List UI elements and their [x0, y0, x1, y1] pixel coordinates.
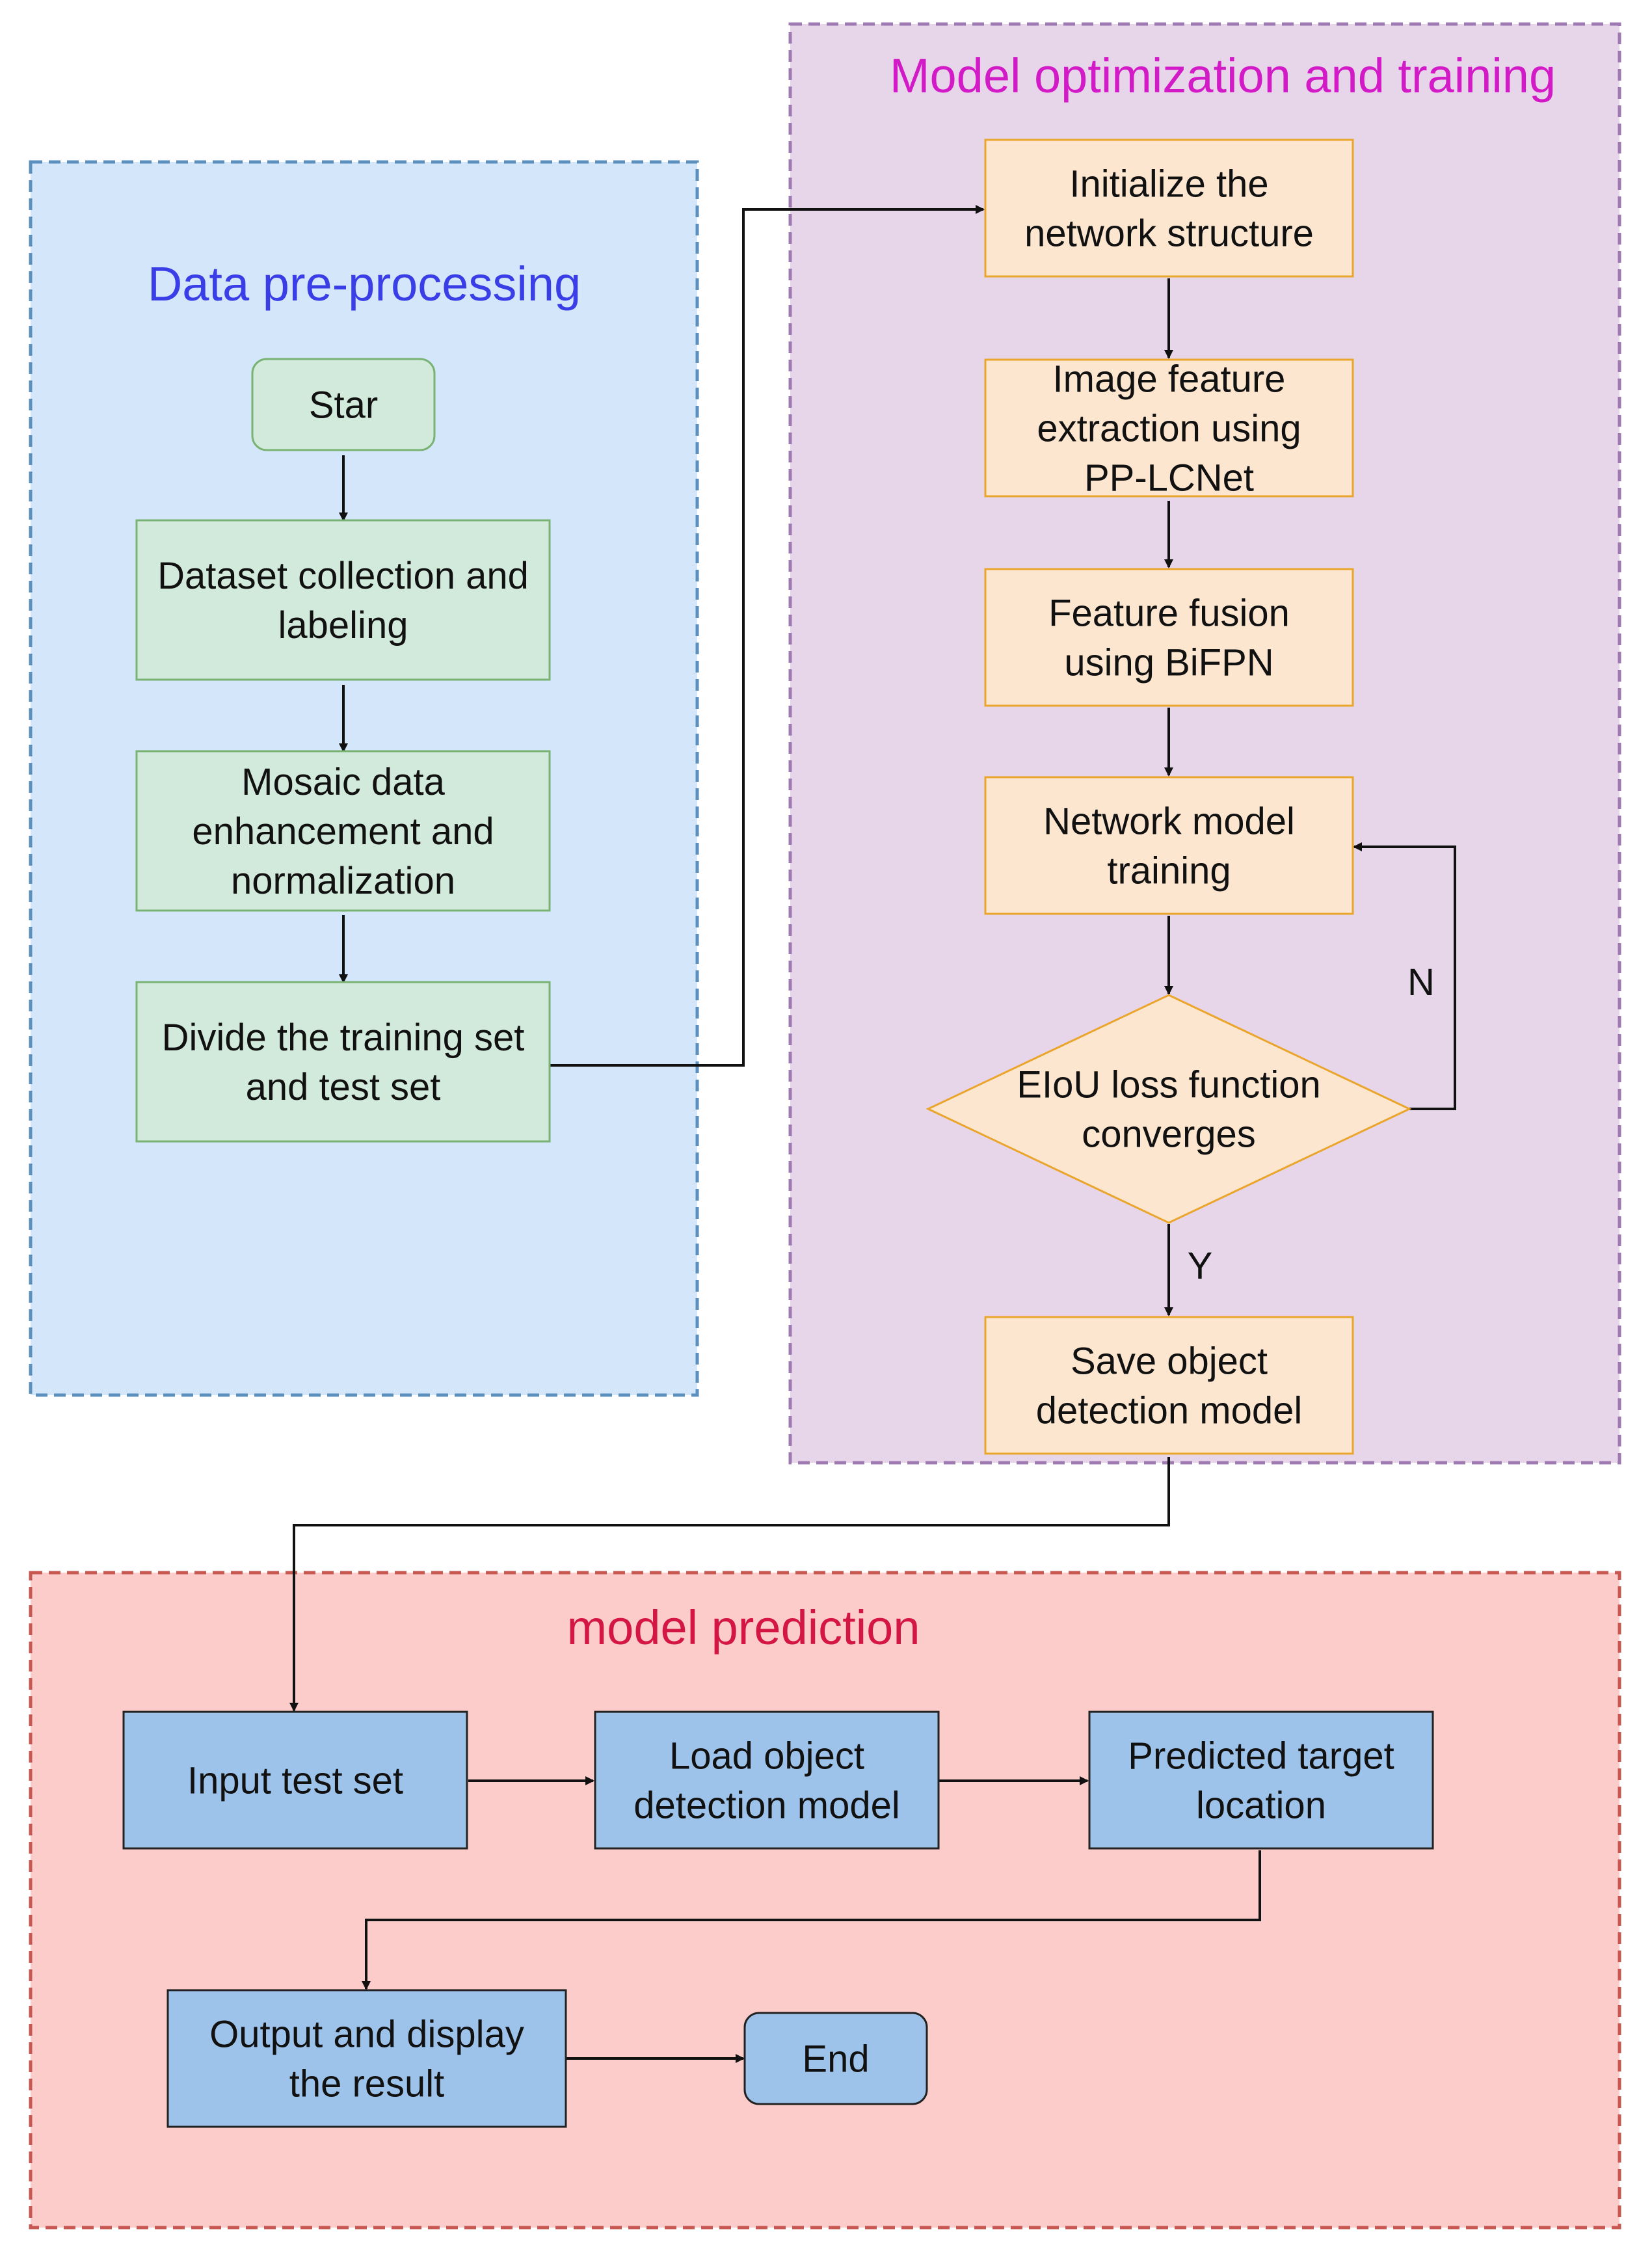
node-input-shape	[122, 1711, 468, 1850]
node-feature-shape	[984, 358, 1354, 498]
node-save-shape	[984, 1316, 1354, 1455]
group-model-prediction: model prediction	[29, 1571, 1621, 2230]
node-save: Save object detection model	[984, 1316, 1354, 1455]
node-output-label: the result	[289, 2062, 445, 2105]
node-feature-label: extraction using	[1037, 407, 1301, 449]
node-output-label: Output and display	[209, 2013, 524, 2055]
node-fusion-label: Feature fusion	[1048, 592, 1290, 634]
node-fusion-shape	[984, 568, 1354, 707]
node-end-shape	[743, 2012, 928, 2105]
node-input-label: Input test set	[187, 1759, 403, 1802]
node-star: Star	[251, 358, 436, 451]
node-output-shape	[167, 1989, 567, 2128]
node-training-label: Network model	[1043, 800, 1295, 842]
node-divide-shape	[135, 981, 551, 1143]
node-load-shape	[594, 1711, 940, 1850]
node-star-label: Star	[309, 384, 378, 426]
node-mosaic-shape	[135, 750, 551, 912]
node-output: Output and display the result	[167, 1989, 567, 2128]
data-preprocessing-title: Data pre-processing	[148, 257, 581, 311]
node-dataset-label: labeling	[278, 604, 408, 646]
node-fusion-label: using BiFPN	[1064, 641, 1273, 684]
node-feature-label: Image feature	[1053, 358, 1286, 400]
node-dataset-label: Dataset collection and	[157, 555, 529, 597]
node-predicted-label: Predicted target	[1128, 1735, 1394, 1777]
edge-predicted-output	[362, 1850, 1261, 1990]
node-training: Network model training	[984, 776, 1354, 915]
node-divide-label: Divide the training set	[162, 1017, 525, 1059]
model-prediction-title: model prediction	[567, 1601, 920, 1655]
node-input: Input test set	[122, 1711, 468, 1850]
group-model-training: Model optimization and training	[788, 22, 1621, 1465]
node-divide: Divide the training set and test set	[135, 981, 551, 1143]
node-star-shape	[251, 358, 436, 451]
node-load-label: Load object	[669, 1735, 864, 1777]
node-init-label: network structure	[1024, 212, 1314, 254]
node-eiou-label: EIoU loss function	[1017, 1063, 1320, 1106]
node-end-label: End	[802, 2038, 869, 2080]
node-init-shape	[984, 139, 1354, 278]
node-init-label: Initialize the	[1069, 163, 1268, 205]
connectors	[289, 205, 1456, 2063]
node-predicted-label: location	[1196, 1784, 1326, 1826]
edge-label-yes: Y	[1188, 1245, 1213, 1287]
node-mosaic: Mosaic data enhancement and normalization	[135, 750, 551, 912]
node-save-label: Save object	[1071, 1340, 1268, 1382]
node-eiou-label: converges	[1082, 1113, 1256, 1155]
node-feature-label: PP-LCNet	[1084, 457, 1254, 499]
node-mosaic-label: normalization	[231, 860, 455, 902]
edge-label-no: N	[1407, 961, 1435, 1004]
node-load: Load object detection model	[594, 1711, 940, 1850]
node-init: Initialize the network structure	[984, 139, 1354, 278]
model-training-title: Model optimization and training	[890, 49, 1556, 103]
node-training-label: training	[1107, 849, 1231, 892]
node-dataset: Dataset collection and labeling	[135, 519, 551, 681]
edge-divide-init	[550, 205, 985, 1067]
node-mosaic-label: Mosaic data	[241, 761, 445, 803]
node-predicted: Predicted target location	[1088, 1711, 1434, 1850]
node-divide-label: and test set	[246, 1066, 441, 1108]
node-fusion: Feature fusion using BiFPN	[984, 568, 1354, 707]
node-end: End	[743, 2012, 928, 2105]
node-dataset-shape	[135, 519, 551, 681]
node-load-label: detection model	[633, 1784, 899, 1826]
node-save-label: detection model	[1036, 1389, 1302, 1432]
node-mosaic-label: enhancement and	[192, 810, 494, 853]
node-eiou: EIoU loss function converges	[926, 994, 1412, 1224]
edge-save-input	[289, 1457, 1170, 1712]
node-eiou-shape	[926, 994, 1412, 1224]
node-predicted-shape	[1088, 1711, 1434, 1850]
edge-eiou-training-no	[1353, 842, 1456, 1110]
node-training-shape	[984, 776, 1354, 915]
